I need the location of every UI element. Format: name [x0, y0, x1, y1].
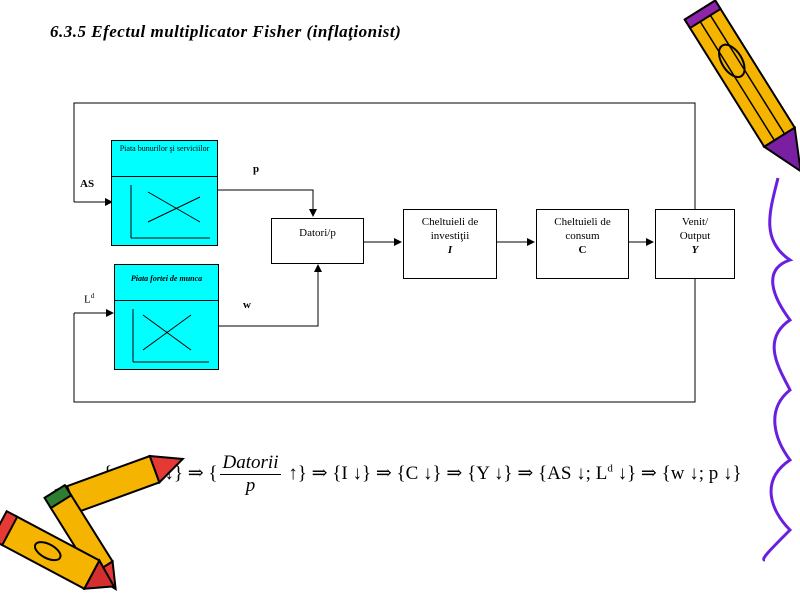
formula-sup: d: [607, 462, 613, 475]
goods-market-graph: [130, 185, 210, 239]
debt-box-label: Datori/p: [299, 227, 336, 239]
investment-box: Cheltuieli de investiţii I: [403, 209, 497, 279]
arrow-p: [218, 189, 317, 217]
output-line1: Venit/: [681, 216, 709, 228]
label-as: AS: [80, 178, 95, 190]
labor-market-graph: [132, 309, 209, 363]
label-ld: Ld: [84, 292, 95, 306]
investment-line1: Cheltuieli de: [421, 216, 479, 228]
arrow-w: [219, 264, 322, 327]
formula-denominator: p: [245, 475, 256, 496]
label-p: p: [253, 163, 260, 175]
consumption-symbol: C: [578, 244, 587, 256]
formula-numerator: Datorii: [219, 452, 282, 475]
investment-symbol: I: [447, 244, 453, 256]
consumption-box: Cheltuieli de consum C: [536, 209, 629, 279]
labor-market-label: Piata fortei de munca: [115, 265, 218, 301]
slide-title: 6.3.5 Efectul multiplicator Fisher (infl…: [50, 22, 402, 41]
goods-market-label: Piata bunurilor şi serviciilor: [112, 141, 217, 177]
output-box: Venit/ Output Y: [655, 209, 735, 279]
consumption-line2: consum: [565, 230, 600, 242]
formula-part2: ↑} ⇒ {I ↓} ⇒ {C ↓} ⇒ {Y ↓} ⇒ {AS ↓; L: [283, 462, 608, 484]
labor-market-box: Piata fortei de munca: [114, 264, 219, 370]
formula-part3: ↓} ⇒ {w ↓; p ↓}: [612, 462, 742, 484]
consumption-line1: Cheltuieli de: [554, 216, 611, 228]
output-symbol: Y: [691, 244, 699, 256]
investment-line2: investiţii: [430, 230, 470, 242]
debt-box: Datori/p: [271, 218, 364, 264]
label-w: w: [243, 299, 251, 311]
goods-market-box: Piata bunurilor şi serviciilor: [111, 140, 218, 246]
output-line2: Output: [679, 230, 711, 242]
